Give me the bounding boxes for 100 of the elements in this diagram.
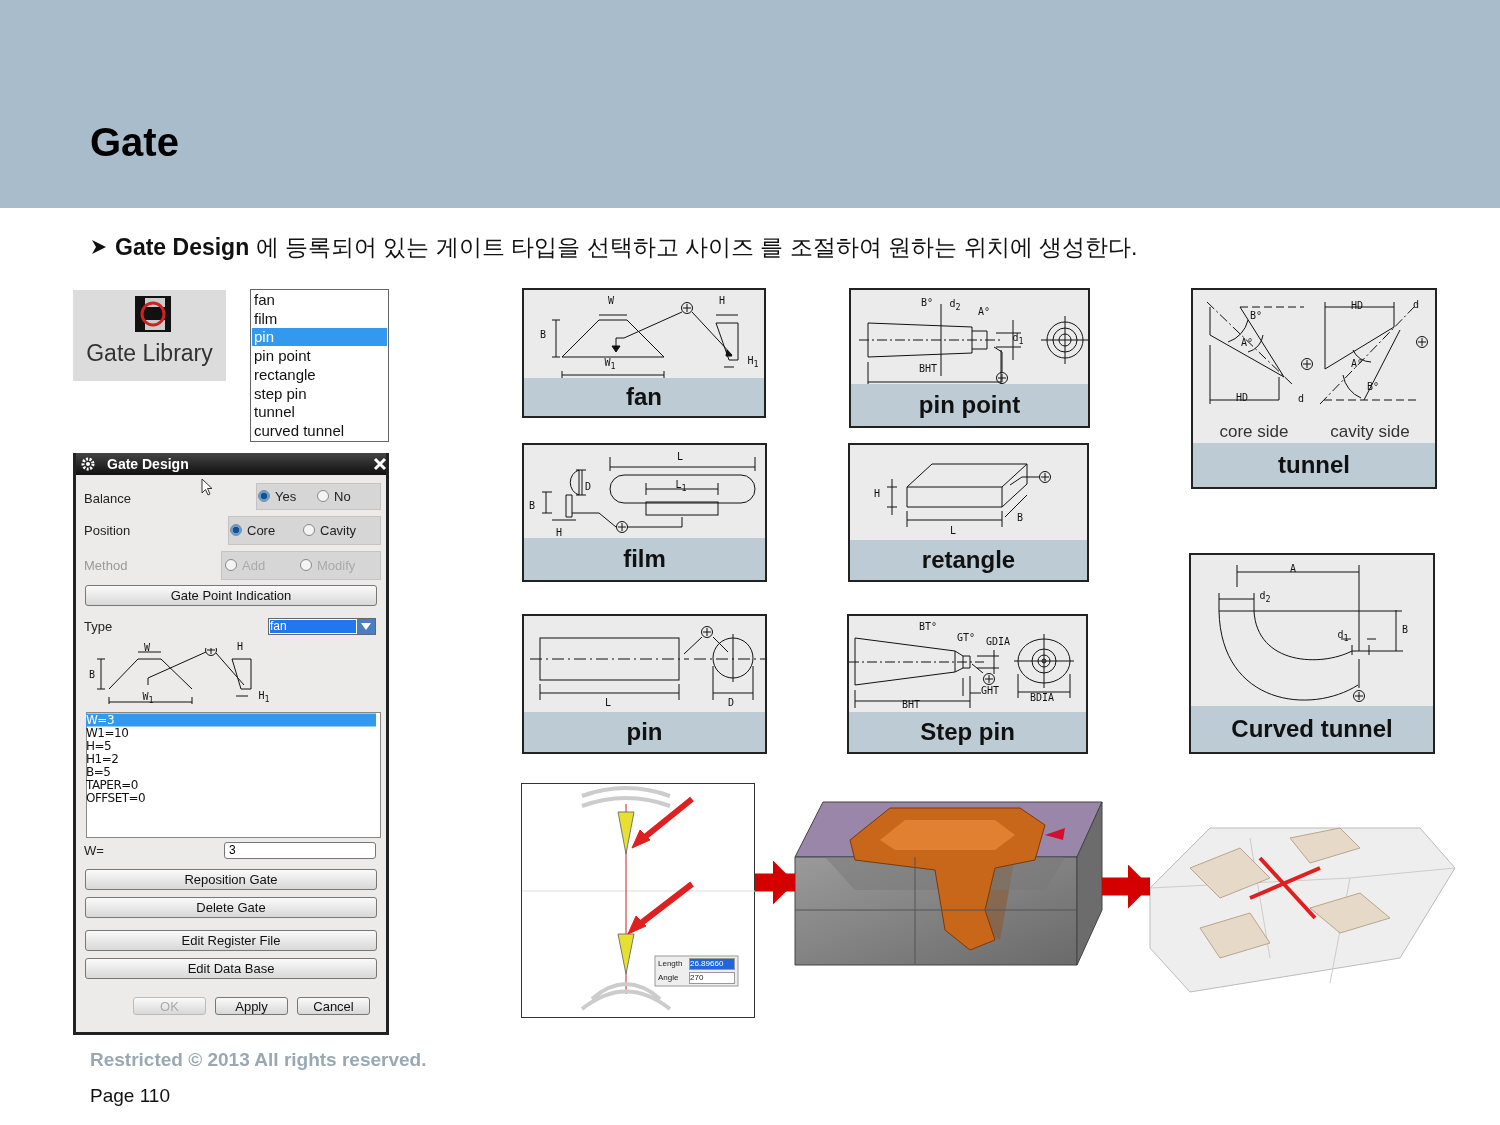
field-label: Position [84,522,131,538]
dimension-label: GT° [956,633,976,643]
dimension-label: H$_{1}$ [747,355,759,369]
radio-button: No [317,489,351,505]
dimension-label: GDIA [985,637,1011,647]
dimension-label: H [237,642,243,652]
gate-type-card [522,614,767,754]
radio-button: Yes [258,489,297,505]
dimension-label: BHT [901,700,921,710]
footer-text: Page 110 [90,1085,170,1107]
dimension-label: A° [1351,359,1363,369]
dimension-label: BHT [918,364,938,374]
dimension-label: B° [921,298,933,308]
dimension-label: D [728,698,734,708]
card-title: fan [626,383,662,411]
dimension-label: H$_{1}$ [258,690,270,704]
dimension-label: HD [1236,393,1248,403]
view-caption: cavity side [1330,422,1410,442]
button-label: Gate Library [85,340,214,367]
dimension-label: D [585,482,591,492]
dimension-label: B [529,501,535,511]
field-label: Type [84,618,113,634]
dimension-label: H [556,528,562,538]
dimension-label: BDIA [1029,693,1055,703]
card-title: Curved tunnel [1231,715,1393,743]
list-item: pin point [253,347,312,366]
footer-text: Restricted © 2013 All rights reserved. [90,1049,427,1071]
button: Edit Data Base [85,958,377,979]
dimension-label: L$_{1}$ [675,479,687,493]
dimension-label: L [677,452,683,462]
dimension-label: A [1290,564,1296,574]
gate-placement-drawing [521,783,755,1018]
view-caption: core side [1219,422,1289,442]
field-label: Angle [658,973,679,983]
field-label: W= [84,842,104,858]
button: Gate Point Indication [85,585,377,606]
list-item: tunnel [253,403,296,422]
mold-block-drawing [795,800,1102,965]
dimension-label: d$_{1}$ [1012,332,1024,346]
dimension-label: d$_{2}$ [1259,590,1271,604]
list-item: curved tunnel [253,421,346,440]
dimension-label: B° [1250,311,1262,321]
gate-type-card [849,288,1090,428]
card-title: tunnel [1278,451,1350,479]
dimension-label: d [1413,300,1419,310]
slide-title: Gate [90,120,179,165]
list-item: W=3 [86,713,376,727]
input-field: 270 [689,972,735,984]
gate-type-card [522,443,767,582]
button: OK [133,997,206,1015]
dimension-label: d$_{1}$ [1337,629,1349,643]
gate-type-card [522,288,766,418]
dimension-label: H [719,296,725,306]
dimension-label: d [1298,394,1304,404]
list-item: TAPER=0 [86,778,139,792]
dimension-label: B [89,670,95,680]
dimension-label: L [950,526,956,536]
dimension-label: BT° [918,622,938,632]
list-item: W1=10 [86,726,130,740]
button: Edit Register File [85,930,377,951]
card-title: Step pin [920,718,1015,746]
dialog-title: Gate Design [107,456,189,472]
gate-type-card [848,443,1089,582]
dimension-label: d$_{2}$ [949,298,961,312]
gate-type-card [847,614,1088,754]
list-item: fan [253,291,276,309]
card-title: pin [626,718,663,746]
list-item: OFFSET=0 [86,791,147,805]
dimension-label: A° [1241,338,1253,348]
dimension-label: HD [1351,301,1363,311]
field-label: Length [658,959,683,969]
list-box [250,289,389,442]
dimension-label: W$_{1}$ [604,357,616,371]
list-item: rectangle [253,365,317,384]
arrow [755,860,795,905]
list-item: H1=2 [86,752,120,766]
dimension-label: B [540,330,546,340]
gate-type-card [1189,553,1435,754]
dimension-label: W$_{1}$ [142,691,154,705]
dimension-label: B [1402,625,1408,635]
radio-button: Cavity [303,523,357,539]
list-item: film [253,309,279,328]
list-item: H=5 [86,739,113,753]
bullet-text: Gate Design 에 등록되어 있는 게이트 타입을 선택하고 사이즈 를 조절하여 원하는 위치에 생성한다. [115,232,1138,262]
input-field: 26.89660 [689,958,735,970]
list-item: step pin [253,384,308,403]
button: Cancel [297,997,370,1015]
card-title: pin point [918,391,1021,419]
card-title: retangle [921,546,1016,574]
field-label: Method [84,557,128,573]
dropdown: fan [268,618,376,635]
dimension-label: B [1017,513,1023,523]
gate-type-card [1191,288,1437,489]
dimension-label: W [608,296,614,306]
list-item: B=5 [86,765,112,779]
arrow [1102,864,1150,909]
button: Reposition Gate [85,869,377,890]
field-label: Balance [84,490,131,506]
toolbar-button [73,290,226,381]
input-field: 3 [224,842,376,859]
